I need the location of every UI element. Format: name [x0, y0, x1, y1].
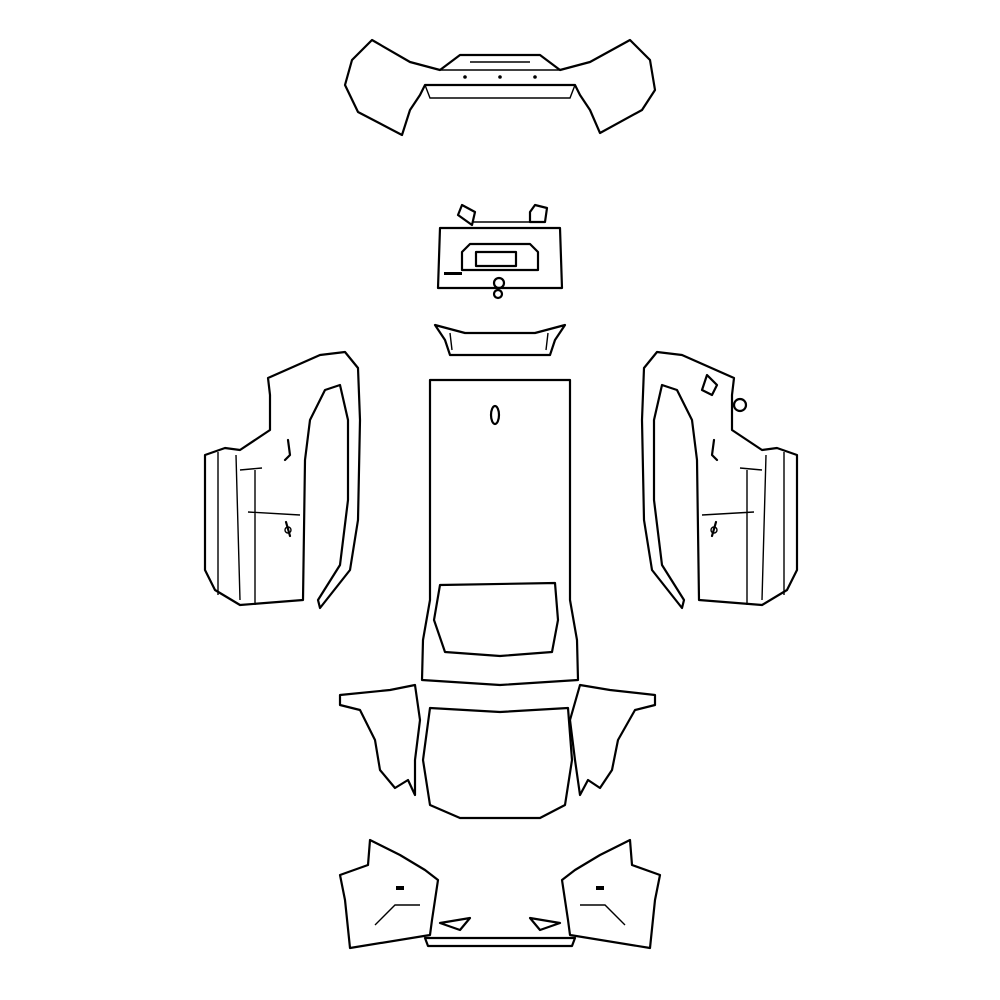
front-bumper [338, 838, 662, 950]
right-side-panels [640, 350, 799, 610]
left-front-fender [338, 683, 422, 797]
spoiler [433, 323, 567, 357]
left-side-panels [203, 350, 362, 610]
roof-panel [420, 378, 580, 687]
rear-bumper [343, 38, 657, 137]
hood [421, 706, 574, 820]
tailgate [436, 203, 564, 300]
right-front-fender [568, 683, 657, 797]
